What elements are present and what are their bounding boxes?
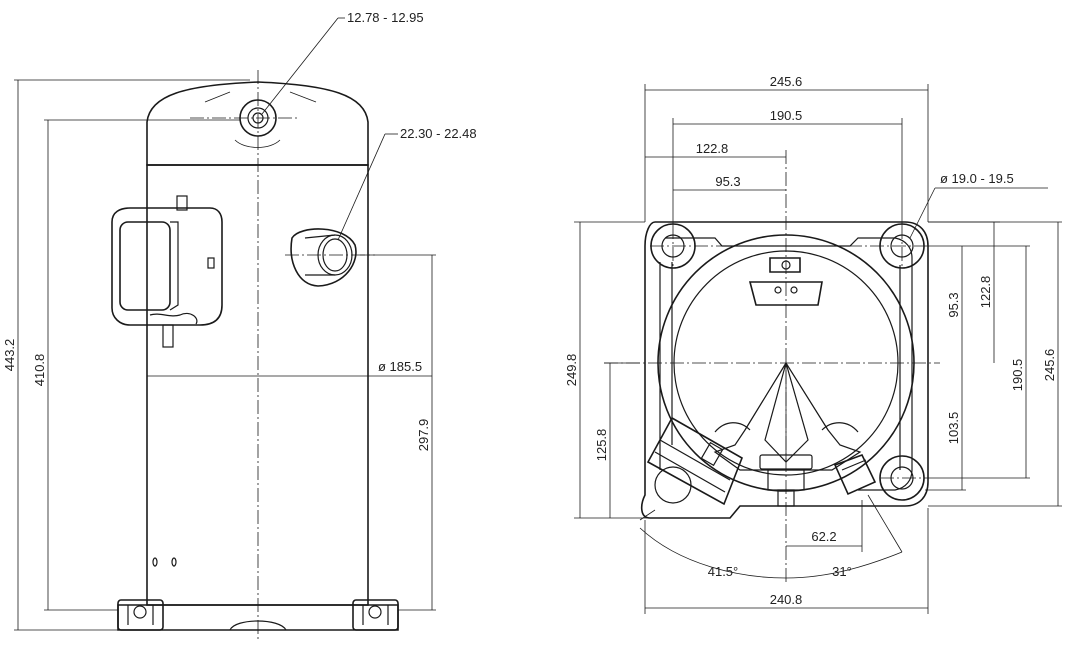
discharge-connector-top [759, 453, 877, 507]
dim-discharge-tube: 22.30 - 22.48 [400, 126, 477, 141]
dim-right-95: 95.3 [946, 292, 961, 317]
top-view: 245.6 190.5 122.8 95.3 ø 19.0 - 19.5 249… [564, 74, 1062, 614]
base-plate [640, 221, 929, 519]
dim-center-to-front: 125.8 [594, 429, 609, 462]
dim-port-height: 297.9 [416, 419, 431, 452]
internal-casting [713, 360, 862, 471]
dim-right-overall: 245.6 [1042, 349, 1057, 382]
dim-shell-height: 410.8 [32, 354, 47, 387]
dim-angle-left: 41.5° [708, 564, 739, 579]
dim-shell-diameter: ø 185.5 [378, 359, 422, 374]
dim-bolt-spacing-y: 190.5 [1010, 359, 1025, 392]
dim-suction-tube: 12.78 - 12.95 [347, 10, 424, 25]
terminal-housing-top [646, 416, 743, 506]
dim-bolt-spacing-x: 190.5 [770, 108, 803, 123]
dim-overall-height: 443.2 [2, 339, 17, 372]
dim-right-122: 122.8 [978, 276, 993, 309]
dim-mount-hole: ø 19.0 - 19.5 [940, 171, 1014, 186]
dim-angle-right: 31° [832, 564, 852, 579]
dim-base-width: 240.8 [770, 592, 803, 607]
discharge-fitting [290, 228, 357, 287]
dim-overall-width: 245.6 [770, 74, 803, 89]
mount-hole-bl [654, 466, 692, 504]
terminal-box [111, 195, 223, 348]
dim-center-to-left: 122.8 [696, 141, 729, 156]
dim-terminal-offset: 62.2 [811, 529, 836, 544]
dim-right-103: 103.5 [946, 412, 961, 445]
dim-overall-depth: 249.8 [564, 354, 579, 387]
dim-center-to-port: 95.3 [715, 174, 740, 189]
side-view: 443.2 410.8 297.9 ø 185.5 12.78 - 12.95 … [2, 10, 477, 640]
